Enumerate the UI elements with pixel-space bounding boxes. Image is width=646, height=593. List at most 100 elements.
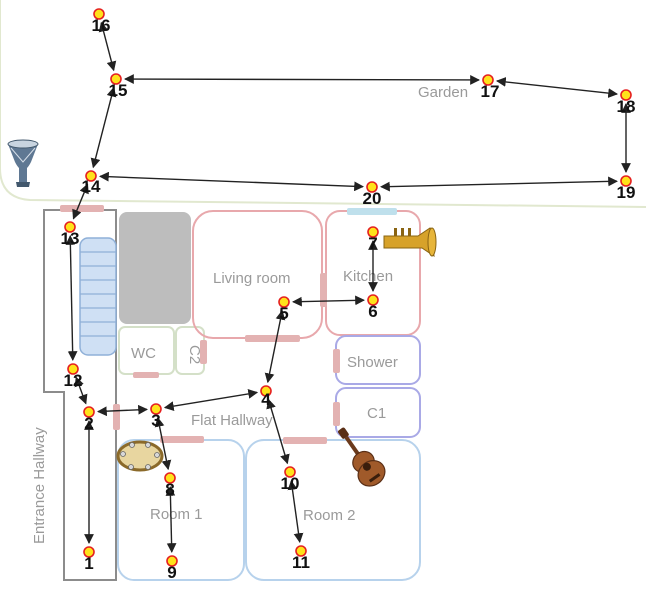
- node-label: 7: [368, 234, 377, 253]
- node-8: 8: [164, 472, 176, 499]
- node-label: 10: [281, 474, 300, 493]
- label-garden: Garden: [418, 84, 468, 101]
- node-label: 11: [292, 553, 310, 572]
- node-17: 17: [481, 74, 500, 101]
- node-14: 14: [82, 170, 101, 196]
- entrance-hallway-wall: [43, 209, 117, 581]
- node-label: 8: [165, 480, 174, 499]
- node-11: 11: [292, 545, 310, 572]
- label-flat-hallway: Flat Hallway: [191, 412, 273, 429]
- label-wc: WC: [131, 345, 156, 362]
- label-entrance-hallway: Entrance Hallway: [31, 427, 48, 544]
- node-label: 13: [61, 229, 80, 248]
- node-marker: [367, 294, 379, 306]
- node-10: 10: [281, 466, 300, 493]
- node-label: 12: [64, 371, 83, 390]
- node-label: 17: [481, 82, 500, 101]
- label-room2: Room 2: [303, 507, 356, 524]
- node-marker: [110, 73, 122, 85]
- drum-icon: [7, 139, 39, 187]
- label-room1: Room 1: [150, 506, 203, 523]
- node-6: 6: [367, 294, 379, 321]
- node-4: 4: [260, 385, 272, 409]
- stairs: [79, 237, 117, 356]
- node-marker: [164, 472, 176, 484]
- node-label: 6: [368, 302, 377, 321]
- node-marker: [620, 89, 632, 101]
- node-marker: [366, 181, 378, 193]
- node-marker: [67, 363, 79, 375]
- edge-14-15: [90, 86, 117, 169]
- label-kitchen: Kitchen: [343, 268, 393, 285]
- edge-10-11: [287, 479, 304, 544]
- node-marker: [166, 555, 178, 567]
- label-shower: Shower: [347, 354, 398, 371]
- node-18: 18: [617, 89, 636, 116]
- node-label: 9: [167, 563, 176, 582]
- edge-12-13: [65, 235, 78, 361]
- node-label: 16: [92, 16, 111, 35]
- node-marker: [64, 221, 76, 233]
- storage-block: [119, 212, 191, 324]
- node-9: 9: [166, 555, 178, 582]
- edge-19-20: [380, 176, 618, 192]
- edges: [65, 21, 631, 553]
- node-label: 3: [151, 411, 160, 430]
- edge-3-4: [163, 389, 259, 411]
- node-label: 18: [617, 97, 636, 116]
- node-marker: [85, 170, 97, 182]
- node-12: 12: [64, 363, 83, 390]
- edge-17-18: [495, 77, 619, 98]
- tambourine-icon: [116, 440, 164, 472]
- label-c2: C2: [186, 345, 203, 364]
- edge-20-14: [99, 171, 364, 192]
- node-marker: [260, 385, 272, 397]
- node-15: 15: [109, 73, 128, 100]
- node-2: 2: [83, 406, 95, 433]
- node-marker: [93, 8, 105, 20]
- node-label: 5: [279, 304, 288, 323]
- edge-4-10: [266, 398, 290, 465]
- node-marker: [367, 226, 379, 238]
- node-label: 4: [261, 390, 271, 409]
- node-marker: [284, 466, 296, 478]
- label-c1: C1: [367, 405, 386, 422]
- edge-3-8: [154, 416, 172, 471]
- node-label: 20: [363, 189, 382, 208]
- node-label: 2: [84, 414, 93, 433]
- node-marker: [295, 545, 307, 557]
- node-marker: [83, 546, 95, 558]
- trumpet-icon: [383, 227, 437, 258]
- edge-5-6: [292, 295, 365, 307]
- garden-area: [0, 0, 646, 208]
- node-label: 1: [84, 554, 93, 573]
- node-label: 15: [109, 81, 128, 100]
- node-marker: [150, 403, 162, 415]
- node-marker: [83, 406, 95, 418]
- edge-4-5: [264, 309, 286, 384]
- node-label: 14: [82, 177, 101, 196]
- edge-2-12: [74, 376, 88, 405]
- node-marker: [482, 74, 494, 86]
- node-7: 7: [367, 226, 379, 253]
- node-13: 13: [61, 221, 80, 248]
- node-3: 3: [150, 403, 162, 430]
- node-16: 16: [92, 8, 111, 35]
- node-19: 19: [617, 175, 636, 202]
- edge-15-17: [124, 74, 480, 85]
- node-20: 20: [363, 181, 382, 208]
- node-1: 1: [83, 546, 95, 573]
- ukulele-icon: [338, 427, 386, 487]
- node-marker: [620, 175, 632, 187]
- node-label: 19: [617, 183, 636, 202]
- node-5: 5: [278, 296, 290, 323]
- label-living-room: Living room: [213, 270, 291, 287]
- node-marker: [278, 296, 290, 308]
- edge-13-14: [72, 183, 89, 220]
- edge-8-9: [165, 486, 177, 553]
- edge-15-16: [98, 21, 117, 72]
- room-2: [245, 439, 421, 581]
